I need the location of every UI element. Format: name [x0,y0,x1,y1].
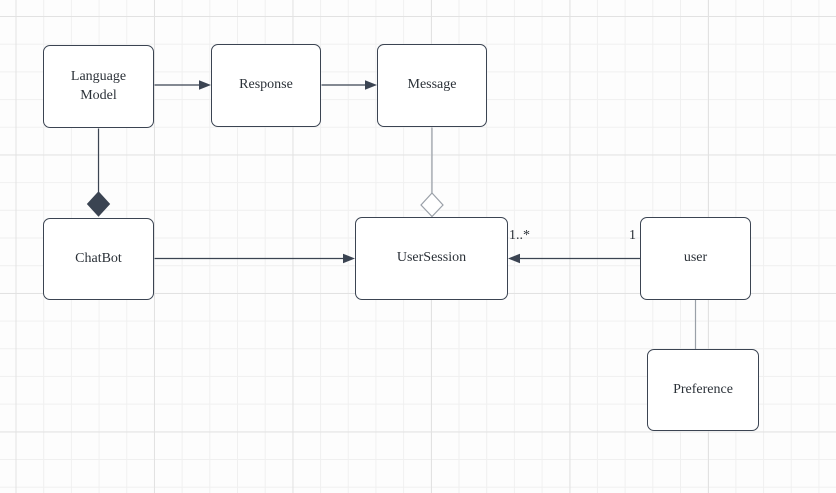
composition-diamond-icon [86,191,111,217]
arrowhead-left-icon [508,253,520,264]
edge-chatbot-usersession[interactable] [154,253,356,264]
node-label: Message [407,77,457,93]
node-language-model[interactable]: Language Model [43,45,154,128]
arrowhead-right-icon [199,80,211,90]
node-label: user [683,250,708,266]
arrowhead-right-icon [343,253,355,264]
node-label: Language Model [70,68,127,103]
node-response[interactable]: Response [211,44,321,127]
edge-user-usersession[interactable] [508,253,640,264]
aggregation-diamond-icon [420,192,444,218]
edge-message-usersession[interactable] [420,127,444,218]
node-user[interactable]: user [640,217,751,300]
node-label: ChatBot [75,250,122,266]
node-preference[interactable]: Preference [647,349,759,431]
edge-response-message[interactable] [321,80,378,90]
multiplicity-label-one-to-many[interactable]: 1..* [509,228,530,243]
node-message[interactable]: Message [377,44,487,127]
arrowhead-right-icon [365,80,377,90]
node-label: Preference [673,381,733,397]
node-usersession[interactable]: UserSession [355,217,508,300]
multiplicity-label-one[interactable]: 1 [629,228,636,243]
node-label: UserSession [396,250,467,266]
node-label: Response [239,77,293,93]
edge-languagemodel-response[interactable] [154,80,212,90]
node-chatbot[interactable]: ChatBot [43,218,154,300]
edge-languagemodel-chatbot[interactable] [86,128,111,217]
